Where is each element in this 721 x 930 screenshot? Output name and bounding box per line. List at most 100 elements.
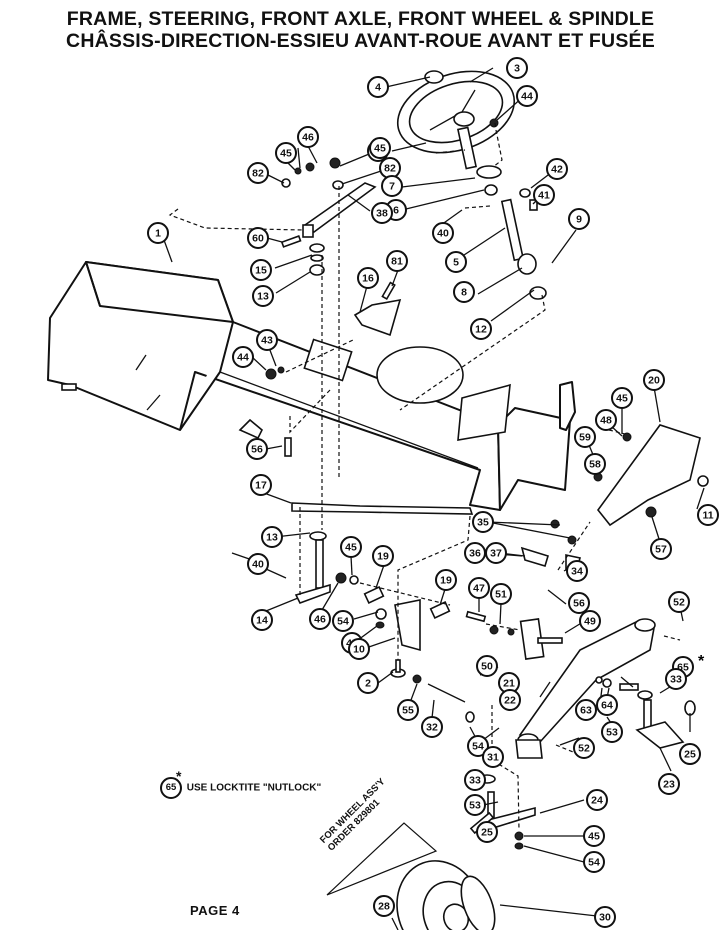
part-callout-32: 32 [421,716,443,738]
callout-balloon [246,438,268,460]
part-callout-56: 56 [246,438,268,460]
callout-number: 40 [252,559,264,571]
callout-number: 50 [481,661,493,673]
callout-number: 64 [601,700,613,712]
part-callout-49: 49 [579,610,601,632]
part-callout-40: 40 [247,553,269,575]
part-callout-82: 82 [379,157,401,179]
callout-number: 15 [255,265,267,277]
callout-number: 25 [481,827,493,839]
callout-number: 33 [469,775,481,787]
callout-balloon [397,699,419,721]
callout-balloon [506,57,528,79]
callout-number: 63 [580,705,592,717]
part-callout-54: 54 [467,735,489,757]
part-callout-11: 11 [697,504,719,526]
callout-number: 60 [252,233,264,245]
callout-number: 46 [302,132,314,144]
callout-balloon [432,222,454,244]
callout-number: 57 [655,544,667,556]
callout-balloon [373,895,395,917]
callout-number: 54 [472,741,484,753]
callout-number: 12 [475,324,487,336]
callout-number: 53 [606,727,618,739]
callout-number: 45 [588,831,600,843]
title-french: CHÂSSIS-DIRECTION-ESSIEU AVANT-ROUE AVAN… [66,30,655,52]
callout-balloon [482,746,504,768]
part-callout-35: 35 [472,511,494,533]
callout-balloon [421,716,443,738]
part-callout-46: 46 [309,608,331,630]
callout-number: 24 [591,795,603,807]
part-callout-43: 43 [256,329,278,351]
part-callout-60: 60 [247,227,269,249]
callout-balloon [251,609,273,631]
callout-number: 48 [600,415,612,427]
callout-balloon [568,592,590,614]
callout-number: 13 [266,532,278,544]
callout-number: 19 [440,575,452,587]
callout-balloon [499,689,521,711]
callout-number: 46 [314,614,326,626]
callout-balloon [490,583,512,605]
callout-number: 32 [426,722,438,734]
callout-balloon [247,553,269,575]
callout-balloon [372,545,394,567]
callout-balloon [583,851,605,873]
callout-balloon [247,162,269,184]
part-callout-82: 82 [247,162,269,184]
part-callout-8: 8 [453,281,475,303]
part-callout-45: 45 [583,825,605,847]
callout-number: 56 [573,598,585,610]
part-callout-64: 64 [596,694,618,716]
callout-balloon [464,769,486,791]
callout-number: 37 [490,548,502,560]
part-callout-50: 50 [476,655,498,677]
callout-number: 40 [437,228,449,240]
callout-balloon [579,610,601,632]
part-callout-33: 33 [464,769,486,791]
part-callout-54: 54 [583,851,605,873]
part-callout-13: 13 [261,526,283,548]
note-text: USE LOCKTITE "NUTLOCK" [186,782,322,794]
callout-number: 8 [461,287,467,299]
callout-number: 42 [551,164,563,176]
callout-number: 6 [393,205,399,217]
callout-number: 33 [670,674,682,686]
part-callout-56: 56 [568,592,590,614]
callout-balloon [533,184,555,206]
assembly-lines [168,122,681,831]
callout-balloon [601,721,623,743]
callout-number: 19 [377,551,389,563]
part-callout-10: 10 [348,638,370,660]
title-english: FRAME, STEERING, FRONT AXLE, FRONT WHEEL… [66,8,655,30]
part-callout-53: 53 [601,721,623,743]
part-callout-52: 52 [668,591,690,613]
part-callout-45: 45 [340,536,362,558]
callout-balloon [261,526,283,548]
part-callout-58: 58 [584,453,606,475]
part-callout-36: 36 [464,542,486,564]
callout-balloon [464,794,486,816]
callout-number: 44 [237,352,249,364]
callout-number: 20 [648,375,660,387]
part-callout-55: 55 [397,699,419,721]
callout-balloon [275,142,297,164]
callout-number: 38 [376,208,388,220]
callout-balloon [435,569,457,591]
callout-number: 51 [495,589,507,601]
callout-balloon [665,668,687,690]
callout-balloon [147,222,169,244]
callout-number: 56 [251,444,263,456]
part-callout-44: 44 [516,85,538,107]
part-callout-45: 45 [369,137,391,159]
callout-number: 21 [503,678,515,690]
steering-wheel-part [396,70,547,300]
callout-number: 59 [579,432,591,444]
callout-balloon [595,409,617,431]
callout-balloon [371,202,393,224]
part-callout-20: 20 [643,369,665,391]
axle-and-spindle-parts [469,618,696,850]
part-callout-51: 51 [490,583,512,605]
callout-balloon [250,474,272,496]
